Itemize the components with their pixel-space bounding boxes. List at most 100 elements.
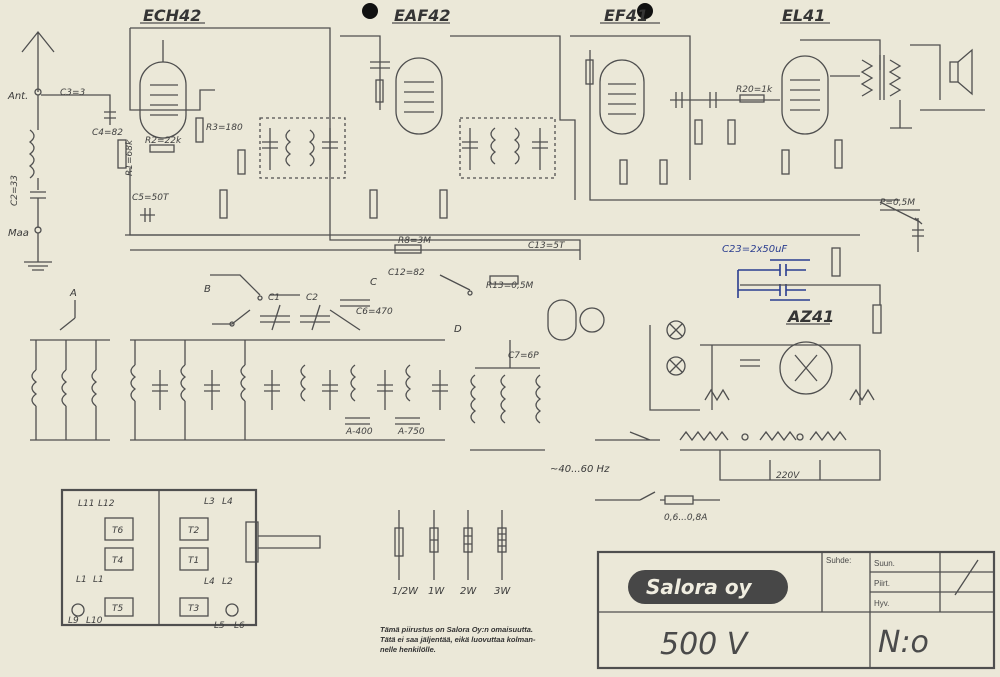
coil-table-t2: T2 [188,526,199,536]
coil-table-l3: L3 [204,497,215,507]
coil-table-l4: L4 [222,497,233,507]
label-c6: C6=470 [356,307,393,317]
coil-table-t4: T4 [112,556,123,566]
label-ant: Ant. [7,91,28,102]
output-transformer [860,44,941,129]
tube-label-ech42: ECH42 [143,6,201,25]
label-switch-c: C [370,277,377,288]
tube-el41 [781,55,829,135]
tube-ech42 [139,40,187,139]
tube-label-el41: EL41 [782,6,825,25]
label-p: P=0,5M [880,198,915,208]
coil-table-t3: T3 [188,604,199,614]
label-c23: C23=2x50uF [722,244,787,255]
label-r1: R1=68k [125,139,135,176]
coil-layout-table [60,488,321,627]
label-r3: R3=180 [206,123,243,133]
title-block [596,550,996,670]
label-c13: C13=5T [528,241,566,251]
label-ca: A-400 [345,427,373,437]
resistor-r2 [149,144,175,153]
coil-table-l5: L5 [214,621,225,631]
coil-table-l4b: L4 [204,577,215,587]
resistor-r3 [195,117,204,143]
pilot-lamps [649,320,700,411]
coil-table-l1a: L1 [76,575,87,585]
field-suhde: Suhde: [826,556,851,565]
resistor-r8 [394,244,422,254]
if-transformer-1 [259,117,346,179]
label-res-3w: 3W [494,586,511,597]
label-r2: R2=22k [145,136,182,146]
coil-table-l11: L11 [78,499,94,509]
label-switch-a: A [69,288,77,299]
label-220v: 220V [776,471,800,481]
capacitor-c23-correction [737,259,810,301]
drawing-number: N:o [878,625,929,660]
field-piirt: Piirt. [874,579,890,588]
coil-table-t5: T5 [112,604,123,614]
label-fuse: 0,6...0,8A [664,513,707,523]
coil-table-t1: T1 [188,556,199,566]
coil-table-l12: L12 [98,499,115,509]
ownership-note-line3: nelle henkilölle. [380,645,436,654]
speaker-icon [920,48,985,111]
label-r8: R8=3M [398,236,431,246]
tube-label-ef41: EF41 [604,6,648,25]
label-r20: R20=1k [736,85,773,95]
ownership-note-line1: Tämä piirustus on Salora Oy:n omaisuutta… [380,625,533,634]
resistor [237,149,246,175]
tube-label-eaf42: EAF42 [394,6,451,25]
coil-table-l6: L6 [234,621,245,631]
fuse [595,491,720,505]
salora-logo [628,570,788,604]
ownership-note-line2: Tätä ei saa jäljentää, eikä luovuttaa ko… [380,635,536,644]
tuning-capacitor-gang [260,304,330,331]
tube-az41 [779,341,833,395]
model-number: 500 V [660,627,750,662]
field-suun: Suun. [874,559,895,568]
resistor-r1 [117,139,127,169]
label-cb: A-750 [397,427,425,437]
coil-table-l10: L10 [86,616,103,626]
label-c1: C1 [268,293,280,303]
tube-ef41 [599,59,645,135]
coil-table-l1b: L1 [93,575,104,585]
tube-eaf42 [395,57,443,135]
coil-table-t6: T6 [112,526,123,536]
coil-table-l9: L9 [68,616,79,626]
mains-transformer [595,430,881,481]
punch-hole [362,3,378,19]
label-res-2w: 2W [460,586,477,597]
label-c3: C3=3 [60,88,86,98]
label-c5: C5=50T [132,193,170,203]
if-coil-bank [470,340,545,451]
label-c4: C4=82 [92,128,123,138]
label-c12: C12=82 [388,268,425,278]
label-c7: C7=6P [508,351,539,361]
resistor [219,189,228,219]
label-c2-gang: C2 [306,293,318,303]
tuning-indicator [547,299,605,341]
resistor-r20 [739,94,765,103]
antenna-symbol [21,30,55,271]
brand-logo-text: Salora oy [646,575,753,599]
label-r13: R13=0,5M [486,281,534,291]
label-mains-frequency: ~40...60 Hz [550,464,610,475]
label-res-1w: 1W [428,586,445,597]
antenna-coil-bank [30,300,110,441]
if-transformer-2 [459,117,556,179]
coil-table-l2: L2 [222,577,233,587]
tube-label-az41: AZ41 [786,307,834,326]
signature-mark [954,559,979,596]
oscillator-coil-bank [300,339,448,441]
label-maa: Maa [8,228,29,239]
field-hyv: Hyv. [874,599,889,608]
label-switch-b: B [204,284,211,295]
rf-coil-bank [130,339,300,441]
wave-switch [210,274,473,331]
punch-hole [637,3,653,19]
resistor-wattage-legend [394,510,507,580]
